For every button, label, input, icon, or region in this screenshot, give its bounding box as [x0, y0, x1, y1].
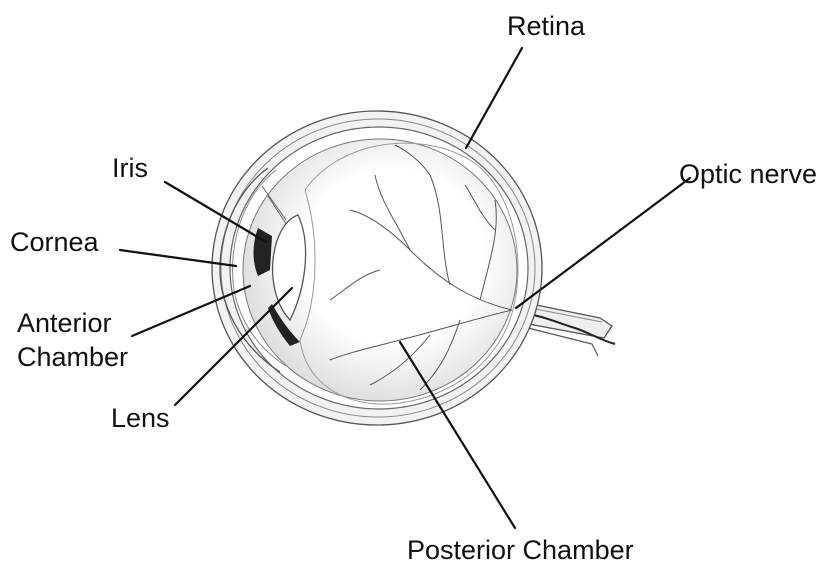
cornea-label: Cornea — [10, 226, 99, 258]
optic-nerve-leader — [516, 178, 690, 308]
iris-label: Iris — [112, 152, 148, 184]
retina-label: Retina — [507, 10, 585, 42]
optic-nerve-label: Optic nerve — [679, 158, 817, 190]
posterior-chamber-label: Posterior Chamber — [407, 534, 634, 566]
anterior-chamber-label-line2: Chamber — [17, 340, 128, 374]
anterior-chamber-label-line1: Anterior — [17, 306, 128, 340]
anterior-chamber-label: Anterior Chamber — [17, 306, 128, 374]
retina-leader — [466, 48, 522, 148]
lens-label: Lens — [111, 402, 170, 434]
